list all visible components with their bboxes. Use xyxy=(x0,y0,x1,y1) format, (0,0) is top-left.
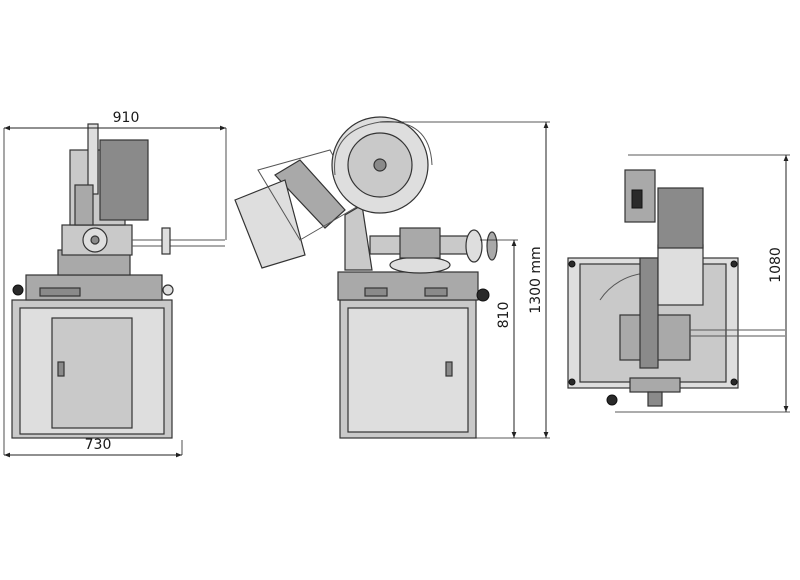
front-table-slot xyxy=(39,287,81,297)
dim-1080-label: 1080 xyxy=(768,247,784,283)
side-blade-hub xyxy=(373,158,387,172)
top-motor xyxy=(657,244,704,306)
front-right-knob xyxy=(162,284,174,296)
top-arm xyxy=(639,257,659,369)
top-view xyxy=(567,169,785,407)
front-dimensions: 910 730 xyxy=(3,110,227,458)
side-table xyxy=(337,271,479,301)
front-stop-clamp xyxy=(161,227,171,255)
side-door-handle xyxy=(445,361,453,377)
front-view xyxy=(11,123,225,439)
top-dimensions: 1080 xyxy=(615,154,790,413)
side-dimensions: 1300 mm 810 xyxy=(380,121,550,439)
side-motor-body xyxy=(274,159,346,229)
dim-1300-label: 1300 mm xyxy=(528,246,544,313)
front-handle xyxy=(74,184,94,226)
side-handwheel xyxy=(465,229,483,263)
dim-910-label: 910 xyxy=(113,110,140,126)
side-turntable xyxy=(389,256,451,274)
dim-730-label: 730 xyxy=(85,437,112,453)
side-vise-jaw xyxy=(399,227,441,259)
front-left-knob xyxy=(12,284,24,296)
front-cabinet-door xyxy=(51,317,133,429)
front-motor xyxy=(99,139,149,221)
side-pivot-arm xyxy=(344,204,373,271)
top-motor-head xyxy=(657,187,704,249)
front-blade-guard xyxy=(87,123,99,195)
top-knob xyxy=(606,394,618,406)
side-knob xyxy=(476,288,490,302)
side-view xyxy=(234,116,498,439)
top-handwheel xyxy=(629,377,681,393)
dim-810-label: 810 xyxy=(496,302,512,329)
front-door-handle xyxy=(57,361,65,377)
front-vise-hub xyxy=(90,235,100,245)
